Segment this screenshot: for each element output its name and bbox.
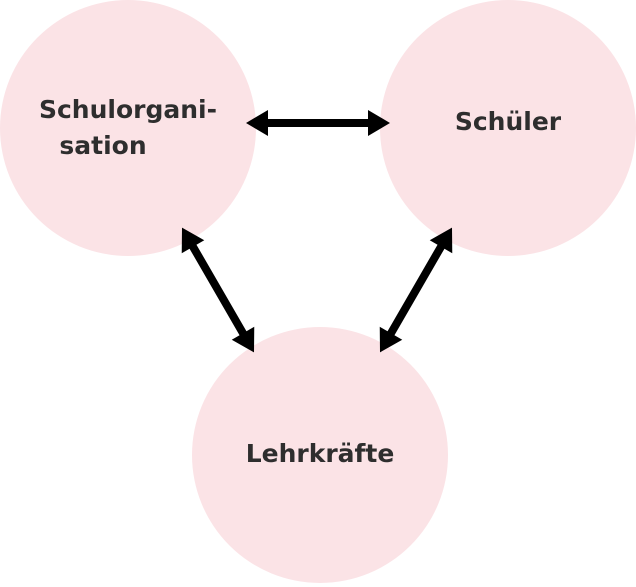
- arrow-shape: [379, 227, 453, 353]
- node-lehrkraefte-circle: [192, 327, 448, 583]
- arrow-schulorganisation-lehrkraefte: [181, 227, 255, 353]
- node-schulorganisation-label-line1: Schulorgani-: [39, 95, 217, 124]
- node-lehrkraefte-label: Lehrkräfte: [246, 439, 395, 468]
- arrow-shape: [246, 110, 390, 136]
- node-schulorganisation-label-line2: sation: [59, 131, 146, 160]
- arrow-schueler-lehrkraefte: [379, 227, 453, 353]
- arrow-shape: [181, 227, 255, 353]
- node-schueler-circle: [380, 0, 636, 256]
- arrow-schulorganisation-schueler: [246, 110, 390, 136]
- node-schulorganisation-circle: [0, 0, 256, 256]
- node-schueler-label: Schüler: [455, 107, 562, 136]
